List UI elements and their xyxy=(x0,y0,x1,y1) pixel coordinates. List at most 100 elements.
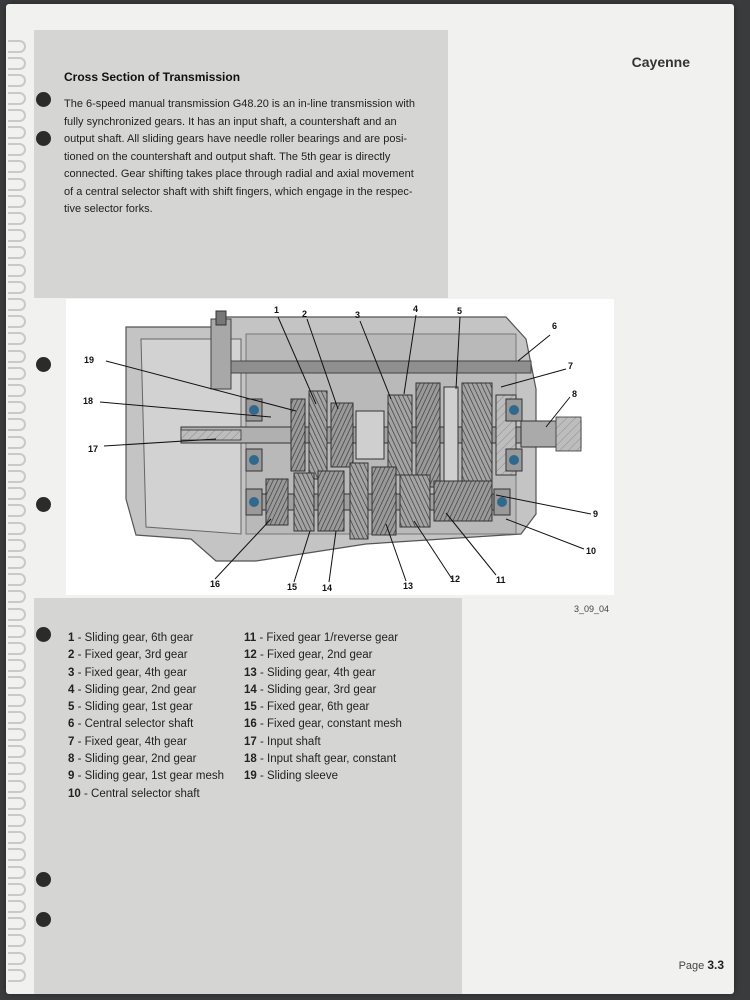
spiral-ring xyxy=(8,762,26,776)
intro-panel xyxy=(34,30,448,298)
punch-hole xyxy=(36,131,51,146)
callout-17: 17 xyxy=(88,444,98,454)
spiral-ring xyxy=(8,212,26,225)
legend-item: 10 - Central selector shaft xyxy=(68,787,200,800)
sync-hub xyxy=(355,410,385,460)
legend-item: 15 - Fixed gear, 6th gear xyxy=(244,701,370,714)
spiral-ring xyxy=(8,745,26,759)
legend-right-column: 11 - Fixed gear 1/reverse gear 12 - Fixe… xyxy=(244,630,402,786)
callout-14: 14 xyxy=(322,583,332,593)
spiral-ring xyxy=(8,573,26,587)
gear-upper xyxy=(330,402,354,468)
input-shaft-spline xyxy=(180,429,242,441)
selector-shaft xyxy=(230,360,532,374)
spiral-ring xyxy=(8,951,26,965)
spiral-ring xyxy=(8,796,26,810)
spiral-ring xyxy=(8,435,26,449)
gear-lower xyxy=(265,478,289,526)
legend-item: 12 - Fixed gear, 2nd gear xyxy=(244,649,373,662)
spiral-ring xyxy=(8,298,26,311)
callout-1: 1 xyxy=(274,305,279,315)
page-number: Page 3.3 xyxy=(678,958,724,972)
callout-8: 8 xyxy=(572,389,577,399)
callout-18: 18 xyxy=(83,396,93,406)
spiral-ring xyxy=(8,968,26,982)
punch-hole xyxy=(36,912,51,927)
callout-leader-lines xyxy=(99,314,592,583)
spiral-ring xyxy=(8,865,26,879)
brand-title: Cayenne xyxy=(631,54,690,70)
gear-lower xyxy=(349,462,369,540)
spiral-ring xyxy=(8,366,26,380)
punch-hole xyxy=(36,627,51,642)
gear-upper xyxy=(415,382,441,488)
legend-item: 14 - Sliding gear, 3rd gear xyxy=(244,683,377,696)
bearing-ball xyxy=(249,405,259,415)
spiral-ring xyxy=(8,607,26,621)
spiral-ring xyxy=(8,74,26,88)
intro-line: of a central selector shaft with shift f… xyxy=(64,185,413,198)
callout-11: 11 xyxy=(496,575,506,585)
spiral-ring xyxy=(8,848,26,862)
punch-hole xyxy=(36,497,51,512)
intro-line: tioned on the countershaft and output sh… xyxy=(64,150,391,163)
punch-hole xyxy=(36,872,51,887)
legend-item: 5 - Sliding gear, 1st gear xyxy=(68,701,193,714)
spiral-ring xyxy=(8,693,26,707)
spiral-ring xyxy=(8,332,26,346)
bearing-ball xyxy=(249,455,259,465)
callout-3: 3 xyxy=(355,310,360,320)
callout-10: 10 xyxy=(586,546,596,556)
legend-item: 19 - Sliding sleeve xyxy=(244,770,338,783)
gear-upper xyxy=(308,390,328,480)
transmission-figure: 1 2 3 4 5 6 7 8 9 10 11 12 13 14 15 16 1… xyxy=(66,299,614,595)
spiral-ring xyxy=(8,229,26,243)
spiral-ring xyxy=(8,401,26,415)
gear-upper xyxy=(290,398,306,472)
spiral-ring xyxy=(8,194,26,208)
gear-lower xyxy=(293,472,315,532)
legend-panel xyxy=(34,598,462,994)
spiral-ring xyxy=(8,556,26,569)
legend-item: 4 - Sliding gear, 2nd gear xyxy=(68,683,197,696)
intro-line: fully synchronized gears. It has an inpu… xyxy=(64,115,397,128)
spiral-ring xyxy=(8,831,26,845)
spiral-ring xyxy=(8,160,26,174)
bearing-ball xyxy=(509,405,519,415)
gear-lower xyxy=(317,470,345,532)
spiral-ring xyxy=(8,710,26,724)
intro-line: connected. Gear shifting takes place thr… xyxy=(64,168,414,180)
intro-line: output shaft. All sliding gears have nee… xyxy=(64,133,408,145)
spiral-ring xyxy=(8,315,26,329)
spiral-ring xyxy=(8,676,26,690)
bearing-ball xyxy=(249,497,259,507)
spiral-ring xyxy=(8,470,26,483)
spiral-ring xyxy=(8,263,26,277)
sync-hub xyxy=(443,386,459,484)
legend-item: 6 - Central selector shaft xyxy=(68,718,194,731)
callout-5: 5 xyxy=(457,306,462,316)
spiral-ring xyxy=(8,590,26,604)
spiral-ring xyxy=(8,504,26,518)
shift-tower xyxy=(210,318,232,390)
shift-pin xyxy=(215,310,227,326)
callout-19: 19 xyxy=(84,355,94,365)
transmission-cross-section-drawing: 1 2 3 4 5 6 7 8 9 10 11 12 13 14 15 16 1… xyxy=(83,304,598,593)
intro-line: tive selector forks. xyxy=(64,203,153,215)
punch-hole xyxy=(36,357,51,372)
legend-item: 11 - Fixed gear 1/reverse gear xyxy=(244,632,399,644)
legend-item: 9 - Sliding gear, 1st gear mesh xyxy=(68,770,224,783)
output-flange xyxy=(555,416,582,452)
punch-hole xyxy=(36,92,51,107)
spiral-ring xyxy=(8,143,26,157)
figure-caption: 3_09_04 xyxy=(574,604,610,614)
gear-upper xyxy=(461,382,493,488)
spiral-ring xyxy=(8,779,26,793)
spiral-ring xyxy=(8,728,26,741)
spiral-ring xyxy=(8,108,26,122)
legend-item: 16 - Fixed gear, constant mesh xyxy=(244,718,402,731)
spiral-ring xyxy=(8,349,26,363)
callout-4: 4 xyxy=(413,304,418,314)
legend-item: 3 - Fixed gear, 4th gear xyxy=(68,666,187,679)
callout-6: 6 xyxy=(552,321,557,331)
